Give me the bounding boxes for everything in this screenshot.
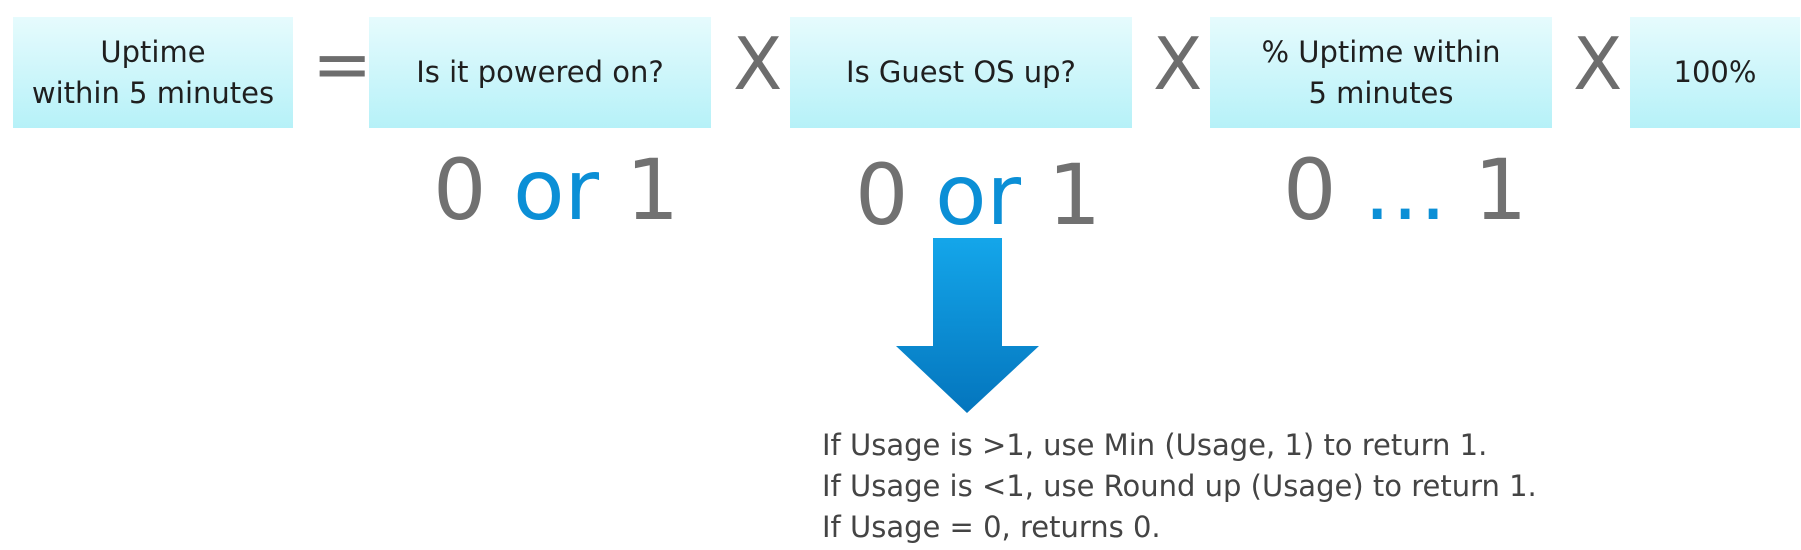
range-low: 0 [433,141,487,239]
note-line: If Usage is <1, use Round up (Usage) to … [822,469,1537,503]
box-line: Is it powered on? [416,55,664,89]
uptime-range: 0 … 1 [1283,140,1527,240]
range-connector: or [935,146,1022,244]
box-line: % Uptime within [1261,34,1501,69]
range-high: 1 [1473,141,1528,239]
guest-os-box: Is Guest OS up? [790,17,1132,128]
range-connector: … [1363,141,1474,239]
box-line: within 5 minutes [31,75,275,110]
percent-uptime-box: % Uptime within 5 minutes [1210,17,1552,128]
range-connector: or [513,141,600,239]
multiply-sign: X [1573,22,1623,106]
multiply-sign: X [733,22,783,106]
range-high: 1 [625,141,680,239]
note-line: If Usage is >1, use Min (Usage, 1) to re… [822,428,1488,462]
box-line: 5 minutes [1308,75,1454,110]
powered-on-range: 0 or 1 [433,140,679,240]
guest-os-range: 0 or 1 [855,145,1101,245]
uptime-box: Uptime within 5 minutes [13,17,293,128]
equals-sign: = [312,22,373,106]
range-high: 1 [1047,146,1102,244]
note-line: If Usage = 0, returns 0. [822,510,1161,544]
multiply-sign: X [1153,22,1203,106]
down-arrow-icon [896,238,1039,413]
box-line: 100% [1673,55,1757,89]
range-low: 0 [1283,141,1337,239]
box-line: Is Guest OS up? [846,55,1076,89]
box-line: Uptime [100,34,206,69]
powered-on-box: Is it powered on? [369,17,711,128]
hundred-percent-box: 100% [1630,17,1800,128]
usage-notes: If Usage is >1, use Min (Usage, 1) to re… [822,425,1537,548]
range-low: 0 [855,146,909,244]
